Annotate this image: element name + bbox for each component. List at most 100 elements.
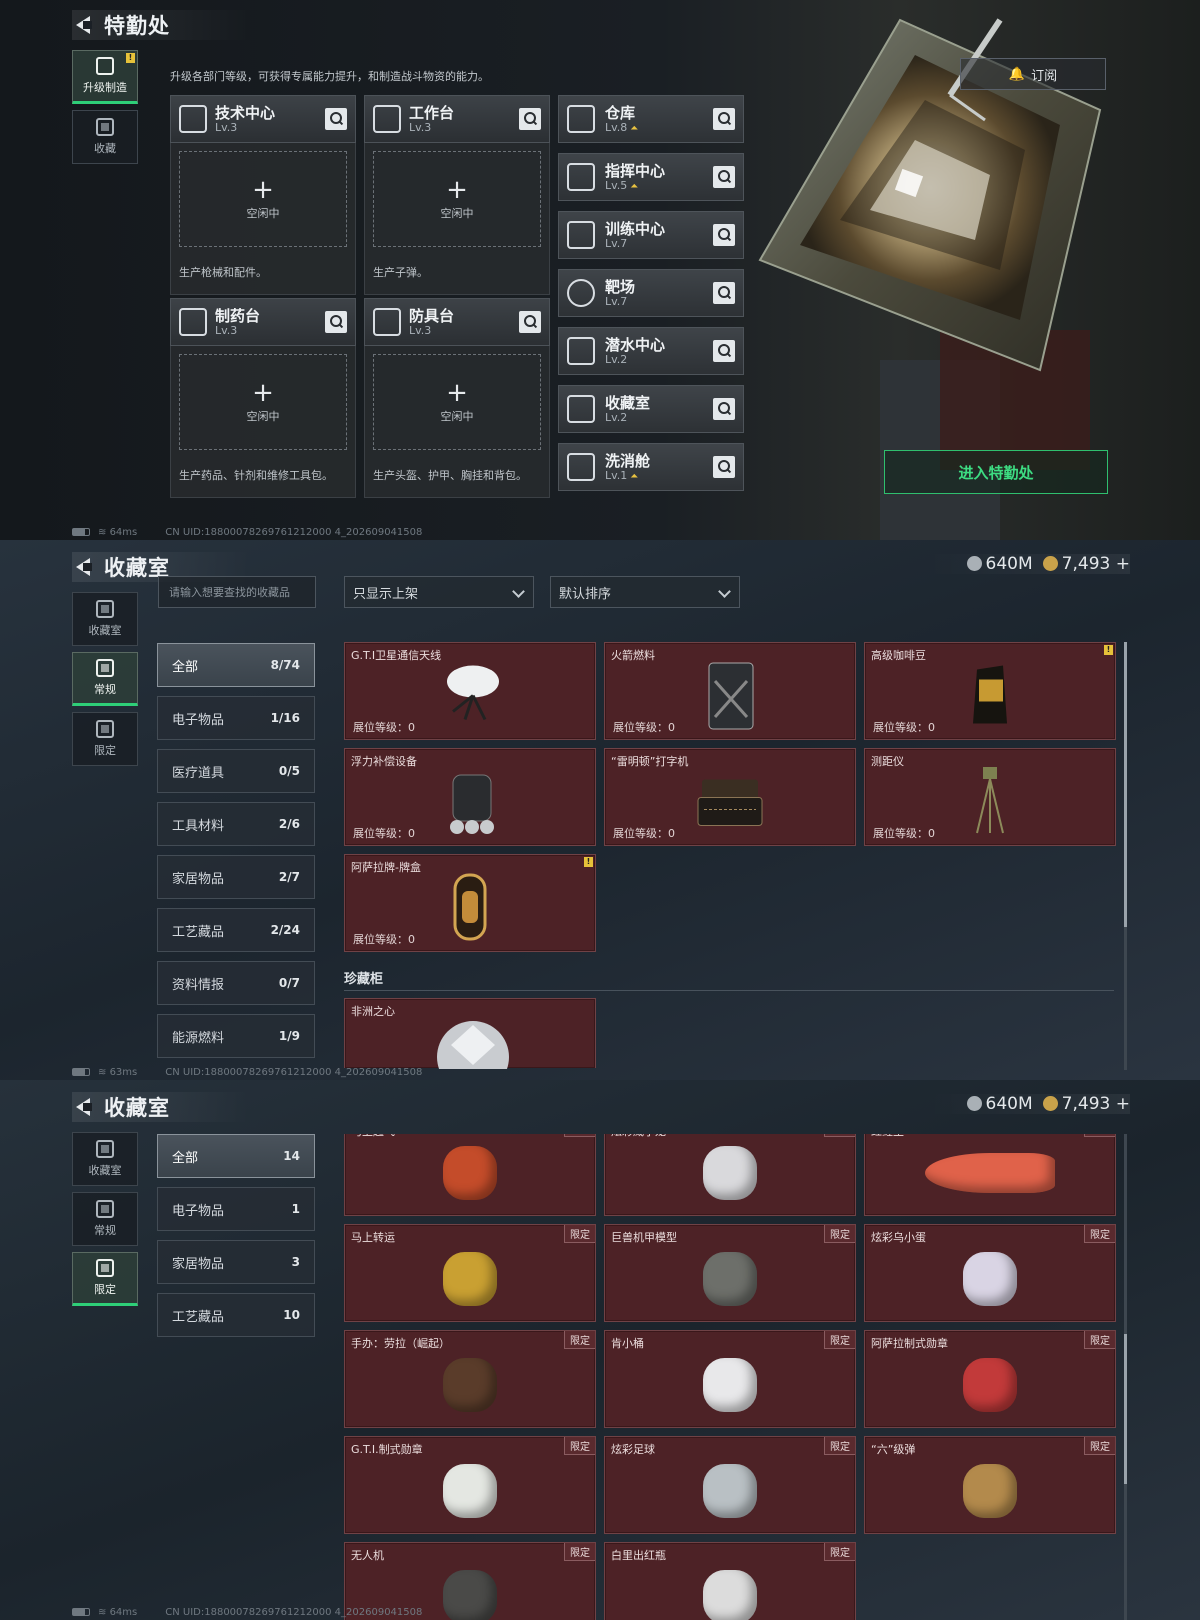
category-household[interactable]: 家居物品 2/7 [157,855,315,899]
limited-item-card[interactable]: 阿萨拉制式勋章限定 [864,1330,1116,1428]
search-icon[interactable] [713,340,735,362]
limited-item-card[interactable]: 马上转运限定 [344,1224,596,1322]
collection-item-card[interactable]: 浮力补偿设备 展位等级：0 [344,748,596,846]
nav-label: 升级制造 [83,81,127,94]
rocking-horse-icon [443,1145,497,1200]
nav-regular[interactable]: 常规 [72,652,138,706]
nav-collection[interactable]: 收藏 [72,110,138,164]
back-arrow-icon[interactable] [72,12,94,38]
back-arrow-icon[interactable] [72,1094,94,1120]
search-icon[interactable] [325,108,347,130]
add-currency-icon[interactable]: + [1110,1094,1130,1114]
search-icon[interactable] [325,311,347,333]
cabinet-item-card[interactable]: 非洲之心 [344,998,596,1069]
dragon-figure-icon [703,1145,757,1200]
search-icon[interactable] [519,108,541,130]
category-count: 2/24 [270,923,300,937]
category-name: 家居物品 [172,871,225,887]
limited-item-card[interactable]: 马上起飞限定 [344,1134,596,1216]
collection-item-card[interactable]: G.T.I卫星通信天线 展位等级：0 [344,642,596,740]
nav-limited[interactable]: 限定 [72,712,138,766]
limited-item-card[interactable]: 巨兽机甲模型限定 [604,1224,856,1322]
bucket-figure-icon [703,1357,757,1412]
facility-name: 训练中心 [605,219,666,238]
nav-upgrade-craft[interactable]: ! 升级制造 [72,50,138,104]
item-name: 炫彩威小龙 [611,1134,666,1139]
scrollbar-thumb[interactable] [1124,1334,1127,1484]
production-description: 生产药品、针剂和维修工具包。 [179,469,333,482]
wifi-icon: ≋ [98,1067,110,1078]
search-icon[interactable] [713,166,735,188]
collection-item-card[interactable]: “雷明顿”打字机 展位等级：0 [604,748,856,846]
back-arrow-icon[interactable] [72,554,94,580]
category-count: 2/7 [278,870,300,884]
scrollbar-thumb[interactable] [1124,642,1127,927]
search-icon[interactable] [713,224,735,246]
nav-collection-room[interactable]: 收藏室 [72,1132,138,1186]
limited-item-card[interactable]: 白里出红瓶限定 [604,1542,856,1620]
collection-item-card[interactable]: 火箭燃料 展位等级：0 [604,642,856,740]
production-slot[interactable]: + 空闲中 [373,354,541,450]
limited-item-card[interactable]: 肯小桶限定 [604,1330,856,1428]
limited-item-card[interactable]: 炫彩乌小蛋限定 [864,1224,1116,1322]
collection-item-card[interactable]: ! 阿萨拉牌-牌盒 展位等级：0 [344,854,596,952]
production-slot[interactable]: + 空闲中 [179,151,347,247]
collection-item-card[interactable]: ! 高级咖啡豆 展位等级：0 [864,642,1116,740]
add-currency-icon[interactable]: + [1110,554,1130,574]
scrollbar[interactable] [1124,1134,1127,1620]
nav-collection-room[interactable]: 收藏室 [72,592,138,646]
nav-regular[interactable]: 常规 [72,1192,138,1246]
status-bar: ≋ 64ms CN UID:18800078269761212000 4_202… [72,527,422,538]
search-icon[interactable] [713,456,735,478]
limited-item-card[interactable]: G.T.I.制式勋章限定 [344,1436,596,1534]
filter-dropdown[interactable]: 只显示上架 [344,576,534,608]
soccer-ball-icon [703,1463,757,1518]
collection-item-card[interactable]: 测距仪 展位等级：0 [864,748,1116,846]
search-icon[interactable] [713,282,735,304]
search-icon[interactable] [713,108,735,130]
production-slot[interactable]: + 空闲中 [179,354,347,450]
scrollbar[interactable] [1124,642,1127,1070]
subscribe-button[interactable]: 🔔 订阅 [960,58,1106,90]
silver-amount: 640M [985,554,1033,574]
search-icon[interactable] [713,398,735,420]
limited-item-card[interactable]: 无人机限定 [344,1542,596,1620]
slot-status: 空闲中 [440,207,474,220]
koi-fish-icon [925,1152,1055,1193]
production-slot[interactable]: + 空闲中 [373,151,541,247]
enter-special-ops-button[interactable]: 进入特勤处 [884,450,1108,494]
search-icon[interactable] [519,311,541,333]
gold-amount: 7,493 [1061,1094,1111,1114]
limited-item-card[interactable]: 手办：劳拉（崛起）限定 [344,1330,596,1428]
limited-item-card[interactable]: 红鲤王限定 [864,1134,1116,1216]
limited-item-card[interactable]: 炫彩足球限定 [604,1436,856,1534]
chevron-down-icon [512,585,525,598]
limited-item-card[interactable]: 炫彩威小龙限定 [604,1134,856,1216]
collection-search-input[interactable]: 请输入想要查找的收藏品 [158,576,316,608]
limited-item-card[interactable]: “六”级弹限定 [864,1436,1116,1534]
sort-dropdown[interactable]: 默认排序 [550,576,740,608]
nav-limited[interactable]: 限定 [72,1252,138,1306]
